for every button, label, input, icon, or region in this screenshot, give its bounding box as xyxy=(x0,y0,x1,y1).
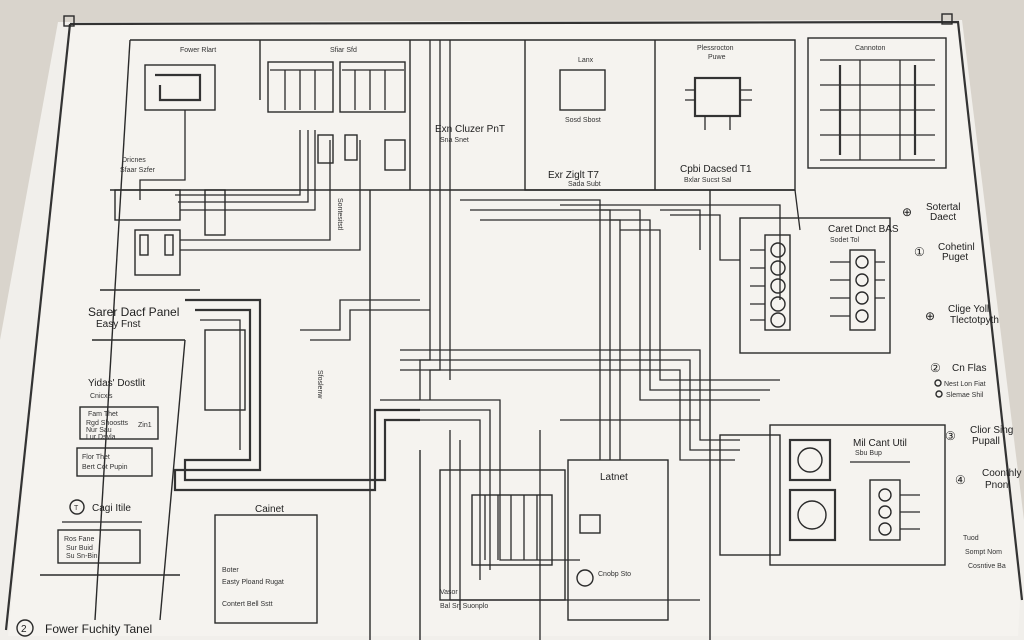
svg-text:Cnicxis: Cnicxis xyxy=(90,393,113,400)
svg-text:Tlectotpyth: Tlectotpyth xyxy=(950,315,999,326)
svg-text:Cosntive Ba: Cosntive Ba xyxy=(968,563,1006,570)
svg-text:Sfoslenw: Sfoslenw xyxy=(316,370,323,399)
svg-text:Fower Fuchity Tanel: Fower Fuchity Tanel xyxy=(45,622,152,636)
svg-text:Lanx: Lanx xyxy=(578,57,594,64)
svg-text:Pnonl: Pnonl xyxy=(985,480,1011,491)
svg-text:Easy Fnst: Easy Fnst xyxy=(96,319,141,330)
svg-text:Contert Bell Sstt: Contert Bell Sstt xyxy=(222,601,273,608)
legend-left: Yidas' Dostlit Cnicxis Fam Thet Rgd Shoo… xyxy=(40,378,180,576)
svg-text:Bxlar Sucst Sal: Bxlar Sucst Sal xyxy=(684,177,732,184)
block-mil-cant: Mil Cant Util Sbu Bup xyxy=(719,424,946,566)
svg-text:Sada Subt: Sada Subt xyxy=(568,181,601,188)
block-caret: Caret Dnct BAS Sodet Tol xyxy=(739,217,899,354)
svg-text:Nest Lon Fiat: Nest Lon Fiat xyxy=(944,381,986,388)
svg-text:⊕: ⊕ xyxy=(925,309,935,323)
svg-text:T: T xyxy=(74,505,79,512)
svg-text:2: 2 xyxy=(21,624,27,635)
legend-item: ⊕ Clige Yoll Tlectotpyth xyxy=(925,304,999,326)
svg-text:Rgd Shoostts: Rgd Shoostts xyxy=(86,420,129,427)
svg-text:④: ④ xyxy=(955,473,966,487)
svg-text:Puget: Puget xyxy=(942,252,968,263)
svg-text:Sotertal: Sotertal xyxy=(926,202,960,213)
svg-text:Ros Fane: Ros Fane xyxy=(64,536,94,543)
svg-text:Puwe: Puwe xyxy=(708,54,726,61)
svg-text:Caret Dnct BAS: Caret Dnct BAS xyxy=(828,224,899,235)
block-latnet: Latnet Cnobp Sto xyxy=(439,459,669,621)
svg-text:Su Sn-Bin: Su Sn-Bin xyxy=(66,553,98,560)
legend-right: ⊕ Sotertal Daect ① Cohetinl Puget ⊕ Clig… xyxy=(902,202,1021,570)
svg-text:Sna Snet: Sna Snet xyxy=(440,137,469,144)
svg-text:①: ① xyxy=(914,245,925,259)
svg-text:Cainet: Cainet xyxy=(255,504,284,515)
block-lanx: Lanx Sosd Sbost Exn Cluzer PnT Sna Snet … xyxy=(435,57,606,188)
svg-text:Boter: Boter xyxy=(222,567,239,574)
svg-text:Exn Cluzer PnT: Exn Cluzer PnT xyxy=(435,124,505,135)
block-cannoton: Cannoton xyxy=(807,37,947,169)
svg-text:Bal Sn Suonplo: Bal Sn Suonplo xyxy=(440,603,488,610)
svg-text:Cohetinl: Cohetinl xyxy=(938,242,975,253)
svg-text:Coonthly: Coonthly xyxy=(982,468,1021,479)
block-plessrocton: Plessrocton Puwe Cpbi Dacsed T1 Bxlar Su… xyxy=(680,45,752,184)
block-dricnes: Dricnes Sfaar Szfer xyxy=(114,157,226,276)
svg-text:Latnet: Latnet xyxy=(600,472,628,483)
svg-text:Cnobp Sto: Cnobp Sto xyxy=(598,571,631,578)
svg-text:Tuod: Tuod xyxy=(963,535,979,542)
svg-text:Sbu Bup: Sbu Bup xyxy=(855,450,882,457)
svg-text:Sontesitstl: Sontesitstl xyxy=(336,198,343,231)
svg-text:②: ② xyxy=(930,361,941,375)
svg-text:Sarer Dacf Panel: Sarer Dacf Panel xyxy=(88,305,179,319)
svg-text:Cannoton: Cannoton xyxy=(855,45,885,52)
svg-text:Cagi Itile: Cagi Itile xyxy=(92,503,131,514)
svg-text:Sodet Tol: Sodet Tol xyxy=(830,237,860,244)
block-sfiar-sfd: Sfiar Sfd xyxy=(267,47,406,171)
wire-bundles: Sontesitstl Sfoslenw xyxy=(173,40,801,640)
svg-text:Easty Ploand Rugat: Easty Ploand Rugat xyxy=(222,579,284,586)
svg-text:Sosd Sbost: Sosd Sbost xyxy=(565,117,601,124)
svg-text:Vasor: Vasor xyxy=(440,589,458,596)
legend-item: ⊕ Sotertal Daect xyxy=(902,202,960,223)
svg-text:Sfaar Szfer: Sfaar Szfer xyxy=(120,167,156,174)
svg-text:Sompt Nom: Sompt Nom xyxy=(965,549,1002,556)
legend-item: ① Cohetinl Puget xyxy=(914,242,975,263)
svg-text:Bert Cot Pupin: Bert Cot Pupin xyxy=(82,464,128,471)
svg-text:Sfiar Sfd: Sfiar Sfd xyxy=(330,47,357,54)
legend-item: ④ Coonthly Pnonl xyxy=(955,468,1021,491)
svg-text:Fower Rlart: Fower Rlart xyxy=(180,47,216,54)
svg-text:Pupall: Pupall xyxy=(972,436,1000,447)
svg-text:Cpbi Dacsed T1: Cpbi Dacsed T1 xyxy=(680,164,752,175)
svg-text:Sur Buid: Sur Buid xyxy=(66,545,93,552)
svg-text:Zin1: Zin1 xyxy=(138,422,152,429)
svg-text:Plessrocton: Plessrocton xyxy=(697,45,734,52)
svg-text:⊕: ⊕ xyxy=(902,205,912,219)
svg-text:③: ③ xyxy=(945,429,956,443)
sheet-title: 2 Fower Fuchity Tanel xyxy=(16,619,152,637)
svg-text:Clior Sing: Clior Sing xyxy=(970,425,1013,436)
main-frame xyxy=(92,39,796,640)
svg-text:Dricnes: Dricnes xyxy=(122,157,146,164)
svg-text:Lur Dsvla: Lur Dsvla xyxy=(86,434,116,441)
legend-item: ② Cn Flas Nest Lon Fiat Slemae Shil xyxy=(930,361,986,399)
legend-item: ③ Clior Sing Pupall xyxy=(945,425,1013,447)
svg-text:Mil Cant Util: Mil Cant Util xyxy=(853,438,907,449)
sheet-border xyxy=(4,13,1024,631)
svg-text:Yidas' Dostlit: Yidas' Dostlit xyxy=(88,378,145,389)
svg-text:Cn Flas: Cn Flas xyxy=(952,363,986,374)
svg-text:Daect: Daect xyxy=(930,212,956,223)
block-cainet: Cainet Boter Easty Ploand Rugat Contert … xyxy=(214,504,488,624)
svg-text:Slemae Shil: Slemae Shil xyxy=(946,392,984,399)
block-sarer-panel: Sarer Dacf Panel Easy Fnst xyxy=(88,305,179,330)
svg-text:Exr Ziglt T7: Exr Ziglt T7 xyxy=(548,170,599,181)
svg-text:Nur Sau: Nur Sau xyxy=(86,427,112,434)
svg-text:Flor Thet: Flor Thet xyxy=(82,454,110,461)
svg-text:Fam Thet: Fam Thet xyxy=(88,411,118,418)
svg-text:Clige Yoll: Clige Yoll xyxy=(948,304,989,315)
